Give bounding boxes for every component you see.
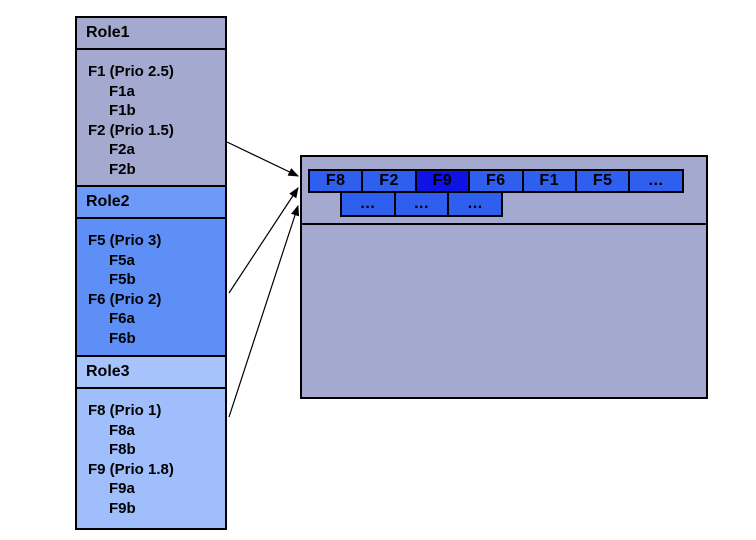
- role3-body: F8 (Prio 1) F8a F8b F9 (Prio 1.8) F9a F9…: [77, 387, 225, 528]
- feature-item-f6a: F6a: [109, 310, 135, 327]
- arrow-role3-to-queue: [228, 204, 300, 418]
- queue-cell-more-2: ...: [393, 191, 450, 217]
- queue-cell-more-3: ...: [447, 191, 504, 217]
- feature-item-f5b: F5b: [109, 271, 136, 288]
- queue-row-1: F8 F2 F9 F6 F1 F5 ...: [308, 169, 684, 193]
- feature-item-f9b: F9b: [109, 499, 136, 517]
- queue-cell-f9-highlighted: F9: [414, 169, 471, 193]
- feature-item-f8: F8 (Prio 1): [88, 402, 162, 419]
- role2-header: Role2: [77, 185, 225, 217]
- feature-item-f2a: F2a: [109, 141, 135, 158]
- panel-divider: [302, 223, 706, 225]
- feature-item-f9a: F9a: [109, 480, 135, 497]
- feature-item-f1b: F1b: [109, 102, 136, 119]
- feature-item-f5: F5 (Prio 3): [88, 232, 162, 249]
- feature-item-f2: F2 (Prio 1.5): [88, 121, 174, 139]
- queue-cell-more: ...: [628, 169, 684, 193]
- role3-title: Role3: [86, 363, 130, 380]
- role1-body: F1 (Prio 2.5) F1a F1b F2 (Prio 1.5) F2a …: [77, 48, 225, 185]
- feature-item-f1: F1 (Prio 2.5): [88, 63, 174, 80]
- feature-item-f2b: F2b: [109, 160, 136, 178]
- queue-cell-f2: F2: [361, 169, 417, 193]
- role3-header: Role3: [77, 355, 225, 387]
- feature-item-f5a: F5a: [109, 251, 135, 269]
- arrow-role2-to-queue: [228, 186, 299, 294]
- queue-cell-f8: F8: [308, 169, 364, 193]
- feature-item-f6b: F6b: [109, 329, 136, 347]
- queue-cell-f1: F1: [521, 169, 577, 193]
- role1-header: Role1: [77, 18, 225, 48]
- feature-item-f1a: F1a: [109, 82, 135, 100]
- feature-item-f8a: F8a: [109, 421, 135, 439]
- feature-item-f6: F6 (Prio 2): [88, 290, 162, 308]
- queue-cell-more-1: ...: [340, 191, 396, 217]
- queue-cell-f6: F6: [468, 169, 524, 193]
- role-stack: Role1 F1 (Prio 2.5) F1a F1b F2 (Prio 1.5…: [75, 16, 227, 530]
- feature-item-f9: F9 (Prio 1.8): [88, 460, 174, 478]
- queue-row-2: ... ... ...: [340, 191, 504, 217]
- feature-item-f8b: F8b: [109, 441, 136, 458]
- role1-title: Role1: [86, 24, 130, 41]
- role2-title: Role2: [86, 193, 130, 210]
- queue-cell-f5: F5: [574, 169, 631, 193]
- role2-body: F5 (Prio 3) F5a F5b F6 (Prio 2) F6a F6b: [77, 217, 225, 355]
- arrow-role1-to-queue: [226, 141, 300, 177]
